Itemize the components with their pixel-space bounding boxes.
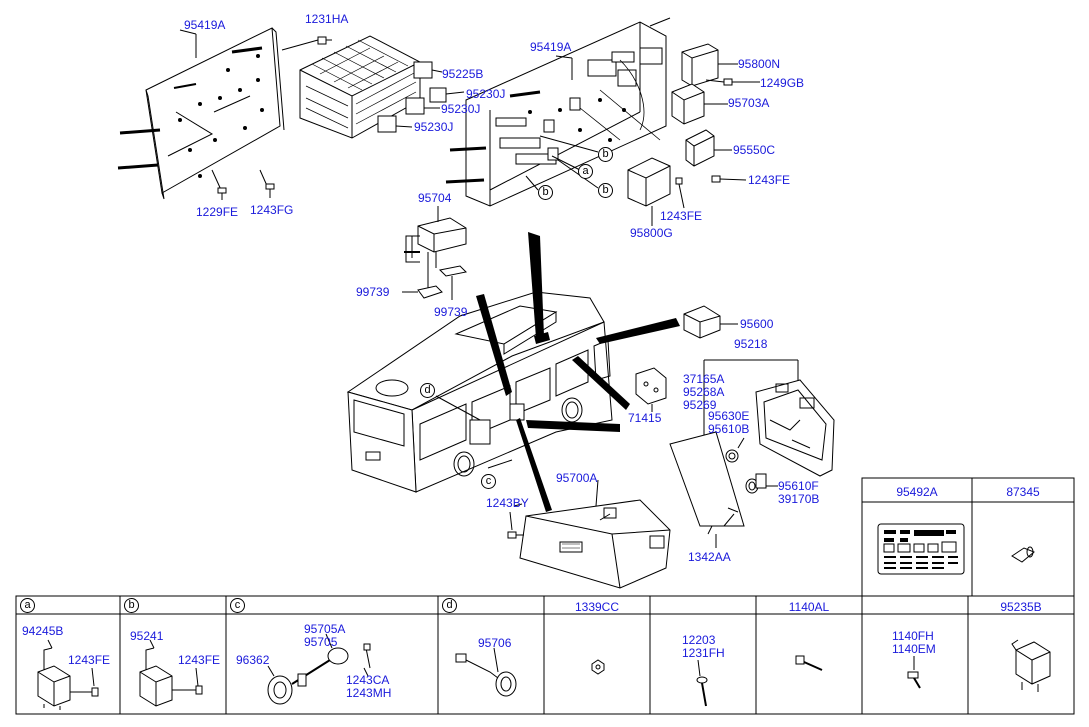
fuse-panel-left xyxy=(117,27,319,200)
unit-95703a xyxy=(671,83,728,125)
screw-1243fg xyxy=(265,183,275,198)
label-95706: 95706 xyxy=(478,636,512,650)
bracket-71415 xyxy=(635,367,667,412)
label-95230j-1: 95230J xyxy=(466,87,506,101)
table-header-a: a xyxy=(20,598,35,613)
fuse-panel-right xyxy=(445,17,671,207)
connector-99739-a xyxy=(402,285,443,299)
label-box-parts: 37165A 95268A 95269 xyxy=(683,372,725,412)
label-95705a: 95705A 95705 xyxy=(304,622,346,649)
table-header-95235b: 95235B xyxy=(1000,600,1042,614)
relay-95235b xyxy=(1011,639,1051,692)
label-1243fg: 1243FG xyxy=(250,203,294,217)
pointer-wedges xyxy=(476,232,680,512)
label-1243fe-m: 1243FE xyxy=(660,209,703,223)
switch-95705 xyxy=(267,633,371,705)
label-95218: 95218 xyxy=(734,337,768,351)
bottom-table xyxy=(15,595,1075,715)
table-header-1339cc: 1339CC xyxy=(574,600,620,614)
tail-unit-95700a xyxy=(519,479,671,589)
callout-a: a xyxy=(578,164,593,179)
table-header-1140al: 1140AL xyxy=(788,600,830,614)
screw-1243fe-b xyxy=(675,177,685,209)
bus-leaders xyxy=(435,395,523,507)
junction-box xyxy=(299,35,421,139)
bolt-1140al xyxy=(795,655,823,671)
screw-1243by xyxy=(507,511,524,539)
label-96362: 96362 xyxy=(236,653,270,667)
label-1243by: 1243BY xyxy=(486,496,529,510)
relay-94245b xyxy=(37,639,99,710)
relay-95230j-3 xyxy=(377,115,413,133)
header-87345: 87345 xyxy=(1006,485,1040,499)
callout-b-1: b xyxy=(598,147,613,162)
table-header-d: d xyxy=(442,598,457,613)
label-95241: 95241 xyxy=(130,629,164,643)
table-header-b: b xyxy=(124,598,139,613)
control-box-95218 xyxy=(669,359,835,548)
nut-1339cc xyxy=(591,659,605,675)
label-95703a: 95703A xyxy=(728,96,770,110)
label-1229fe: 1229FE xyxy=(196,205,239,219)
relay-95225b xyxy=(413,61,443,79)
label-95230j-2: 95230J xyxy=(441,102,481,116)
label-95230j-3: 95230J xyxy=(414,120,454,134)
fuse-87345 xyxy=(1011,546,1035,563)
unit-95550c xyxy=(685,129,732,167)
callout-b-3: b xyxy=(538,185,553,200)
label-71415: 71415 xyxy=(628,411,662,425)
relay-95241 xyxy=(139,639,203,707)
label-94245b: 94245B xyxy=(22,624,64,638)
relay-95230j-1 xyxy=(429,87,465,103)
screw-1249gb xyxy=(723,78,760,86)
clip-1342aa xyxy=(707,525,713,535)
label-95419a-left: 95419A xyxy=(184,18,226,32)
table-header-c: c xyxy=(230,598,245,613)
screw-1243fe-a xyxy=(711,175,747,183)
label-1243fe-a: 1243FE xyxy=(68,653,111,667)
screw-1229fe xyxy=(217,187,227,200)
bolt-1140fh xyxy=(907,656,921,689)
connector-99739-b xyxy=(438,265,468,300)
screw-12203 xyxy=(696,659,708,707)
label-95225b: 95225B xyxy=(442,67,484,81)
callout-c: c xyxy=(481,474,496,489)
label-95550c: 95550C xyxy=(733,143,776,157)
label-95419a-right: 95419A xyxy=(530,40,572,54)
label-95800g: 95800G xyxy=(630,226,673,240)
label-95600: 95600 xyxy=(740,317,774,331)
callout-b-2: b xyxy=(598,183,613,198)
ecm-95600 xyxy=(683,305,738,339)
screw-1231ha xyxy=(317,36,332,45)
label-1249gb: 1249GB xyxy=(760,76,805,90)
knob-95610f xyxy=(745,473,778,494)
label-1231ha: 1231HA xyxy=(305,12,349,26)
label-99739-1: 99739 xyxy=(356,285,390,299)
label-1243ca: 1243CA 1243MH xyxy=(346,673,392,700)
header-95492a: 95492A xyxy=(896,485,938,499)
label-knob-2: 95610F 39170B xyxy=(778,479,820,506)
lamp-95706 xyxy=(455,647,517,697)
label-1243fe-r: 1243FE xyxy=(748,173,791,187)
label-12203: 12203 1231FH xyxy=(682,633,725,660)
callout-d: d xyxy=(420,383,435,398)
label-1243fe-b: 1243FE xyxy=(178,653,221,667)
knob-95630e xyxy=(725,437,745,463)
label-knob-1: 95630E 95610B xyxy=(708,409,750,436)
unit-95800g xyxy=(627,157,671,226)
label-plate-95492a xyxy=(877,523,965,575)
label-1342aa: 1342AA xyxy=(688,550,731,564)
unit-95800n xyxy=(681,43,738,87)
relay-95230j-2 xyxy=(405,97,440,115)
label-1140fh: 1140FH 1140EM xyxy=(892,629,936,656)
label-95704: 95704 xyxy=(418,191,452,205)
label-95700a: 95700A xyxy=(556,471,598,485)
label-95800n: 95800N xyxy=(738,57,781,71)
buzzer-95704 xyxy=(404,206,467,290)
bus-body xyxy=(346,291,613,493)
label-99739-2: 99739 xyxy=(434,305,468,319)
